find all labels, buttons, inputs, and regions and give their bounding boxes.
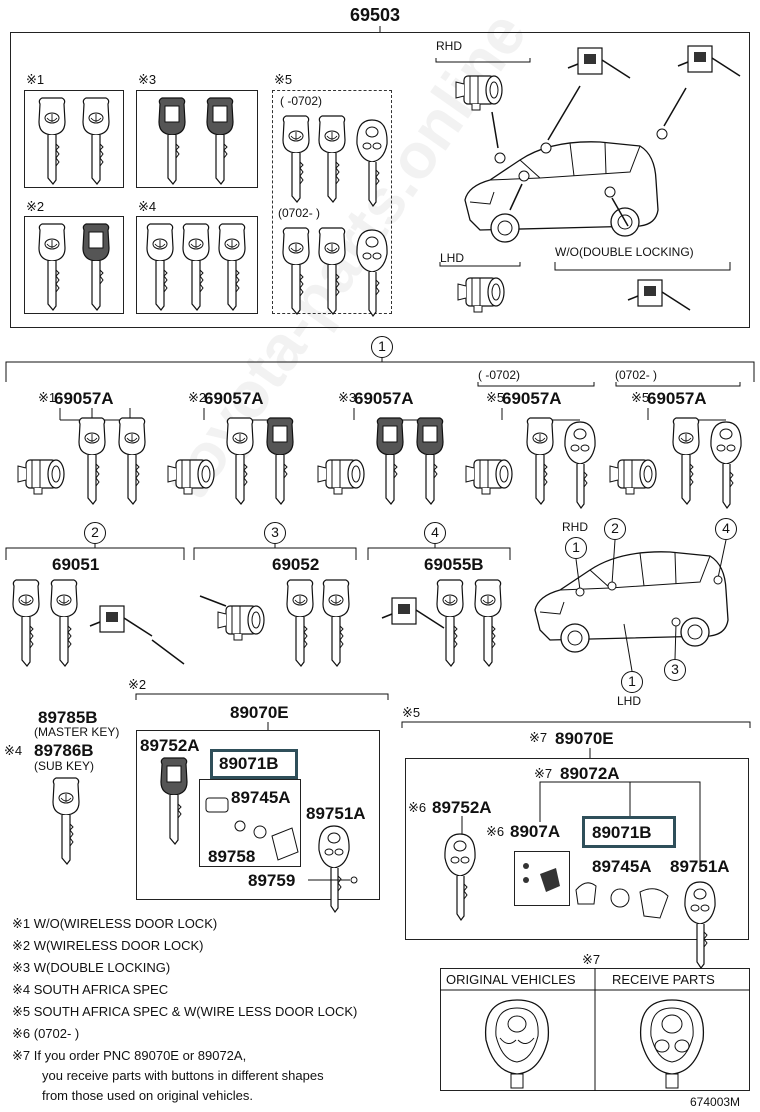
set1-mark: ※1 (38, 390, 57, 405)
note-5: ※5 SOUTH AFRICA SPEC & W(WIRE LESS DOOR … (12, 1004, 358, 1019)
callout-2[interactable]: 2 (84, 522, 106, 544)
group-4-mark: ※4 (138, 199, 157, 214)
car-callout-4[interactable]: 4 (715, 518, 737, 540)
pnc-89745a-right[interactable]: 89745A (592, 857, 652, 876)
note-1: ※1 W/O(WIRELESS DOOR LOCK) (12, 916, 218, 931)
right-part-a-mark: ※6 (408, 800, 427, 815)
range-early: ( -0702) (280, 94, 323, 108)
note-3: ※3 W(DOUBLE LOCKING) (12, 960, 171, 975)
compare-mark: ※7 (582, 952, 601, 967)
highlight-89071b-right (582, 816, 676, 848)
note-7: ※7 If you order PNC 89070E or 89072A, (12, 1048, 247, 1063)
pnc-69503[interactable]: 69503 (350, 5, 401, 25)
left-subkit-box (199, 779, 301, 867)
set5-mark: ※5 (631, 390, 650, 405)
pnc-89758[interactable]: 89758 (208, 847, 256, 866)
lhd-label: LHD (440, 251, 465, 265)
right-part-b-mark: ※6 (486, 824, 505, 839)
callout-3[interactable]: 3 (264, 522, 286, 544)
group-3-box (136, 90, 258, 188)
pnc-89752a-right[interactable]: 89752A (432, 798, 492, 817)
figure-id: 674003M (690, 1095, 741, 1109)
pnc-89072a[interactable]: 89072A (560, 764, 620, 783)
sub-key-label: (SUB KEY) (34, 759, 95, 773)
pnc-89071b-left[interactable]: 89071B (219, 754, 279, 773)
group-2-mark: ※2 (26, 199, 45, 214)
pnc-69055b[interactable]: 69055B (424, 555, 484, 574)
car-callout-2[interactable]: 2 (604, 518, 626, 540)
right-sub-mark: ※7 (534, 766, 553, 781)
right-top-mark: ※7 (529, 730, 548, 745)
pnc-8907a[interactable]: 8907A (510, 822, 561, 841)
group-2-box (24, 216, 124, 314)
group-5-mark: ※5 (274, 72, 293, 87)
set2-mark: ※2 (188, 390, 207, 405)
group-1-mark: ※1 (26, 72, 45, 87)
note-2: ※2 W(WIRELESS DOOR LOCK) (12, 938, 204, 953)
pnc-89752a-left[interactable]: 89752A (140, 736, 200, 755)
pnc-69051[interactable]: 69051 (52, 555, 100, 574)
callout-1[interactable]: 1 (371, 336, 393, 358)
top-assembly-frame (10, 32, 750, 328)
car-callout-1[interactable]: 1 (565, 537, 587, 559)
set5-range: (0702- ) (615, 368, 658, 382)
highlight-89071b-left (210, 749, 298, 779)
compare-header-original: ORIGINAL VEHICLES (446, 972, 576, 987)
left-kit-mark: ※2 (128, 677, 147, 692)
group-4-box (136, 216, 258, 314)
note-7-line-2: you receive parts with buttons in differ… (42, 1068, 324, 1083)
set4-pnc[interactable]: 69057A (502, 389, 562, 408)
set4-range: ( -0702) (478, 368, 521, 382)
pnc-89071b-right[interactable]: 89071B (592, 823, 652, 842)
note-4: ※4 SOUTH AFRICA SPEC (12, 982, 169, 997)
pnc-69052[interactable]: 69052 (272, 555, 320, 574)
master-key-label: (MASTER KEY) (34, 725, 120, 739)
switch-board-box (514, 851, 570, 906)
set4-mark: ※5 (486, 390, 505, 405)
car-rhd-label: RHD (562, 520, 588, 534)
compare-header-receive: RECEIVE PARTS (612, 972, 715, 987)
rhd-label: RHD (436, 39, 462, 53)
wo-double-locking-label: W/O(DOUBLE LOCKING) (555, 245, 694, 259)
set2-pnc[interactable]: 69057A (204, 389, 264, 408)
pnc-89759[interactable]: 89759 (248, 871, 296, 890)
pnc-89786b[interactable]: 89786B (34, 741, 94, 760)
set3-mark: ※3 (338, 390, 357, 405)
left-kit-box (136, 730, 380, 900)
callout-4[interactable]: 4 (424, 522, 446, 544)
right-kit-box (405, 758, 749, 940)
set1-pnc[interactable]: 69057A (54, 389, 114, 408)
pnc-89745a-left[interactable]: 89745A (231, 788, 291, 807)
set5-pnc[interactable]: 69057A (647, 389, 707, 408)
set3-pnc[interactable]: 69057A (354, 389, 414, 408)
pnc-89070e-right[interactable]: 89070E (555, 729, 614, 748)
pnc-89785b[interactable]: 89785B (38, 708, 98, 727)
note-7-line-3: from those used on original vehicles. (42, 1088, 254, 1103)
group-1-box (24, 90, 124, 188)
group-3-mark: ※3 (138, 72, 157, 87)
right-kit-mark: ※5 (402, 705, 421, 720)
car-lhd-label: LHD (617, 694, 642, 708)
pnc-89751a-left[interactable]: 89751A (306, 804, 366, 823)
car-callout-3[interactable]: 3 (664, 659, 686, 681)
range-late: (0702- ) (278, 206, 321, 220)
pnc-89070e-left[interactable]: 89070E (230, 703, 289, 722)
car-callout-1b[interactable]: 1 (621, 671, 643, 693)
note-6: ※6 (0702- ) (12, 1026, 80, 1041)
sub-key-mark: ※4 (4, 743, 23, 758)
